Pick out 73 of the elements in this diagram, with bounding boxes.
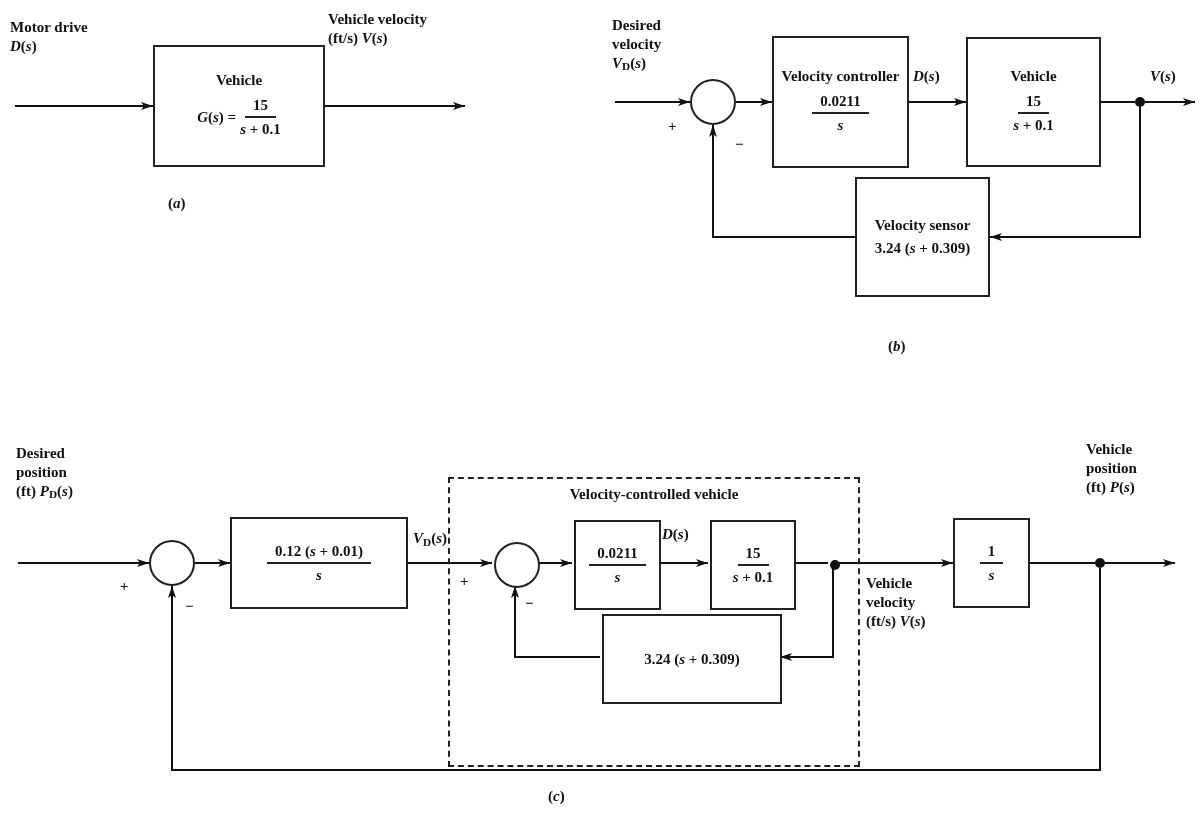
edge-label: Desired velocity V$_{D}$(s) (612, 16, 663, 73)
edge-label: Vehicle position (ft) P(s) (1086, 440, 1138, 497)
summing-junction (494, 542, 540, 588)
block-label: 3.24 (s + 0.309) (873, 239, 972, 258)
signal-arrow (407, 559, 493, 567)
numerator: 15 (1018, 89, 1049, 115)
block-box (953, 518, 1030, 608)
branch-point (1095, 558, 1105, 568)
signal-arrow (194, 559, 231, 567)
numerator: 0.12 (s + 0.01) (266, 539, 372, 564)
block-label: Vehicle (1009, 67, 1058, 86)
branch-point (1135, 97, 1145, 107)
branch-point (830, 560, 840, 570)
block-box (772, 36, 909, 168)
numerator: 15 (245, 93, 276, 119)
annotation-text: (b) (888, 337, 906, 356)
equation-label: G(s) = (197, 108, 237, 128)
block-box (602, 614, 782, 704)
denominator: s + 0.1 (240, 120, 281, 140)
denominator: s (837, 116, 844, 136)
signal-arrow (614, 98, 691, 106)
signal-arrow (709, 124, 856, 238)
edge-label: D(s) (913, 67, 940, 86)
edge-label: Vehicle velocity (ft/s) V(s) (328, 10, 428, 48)
block-label: 3.24 (s + 0.309) (643, 649, 741, 669)
signal-arrow (14, 102, 154, 110)
edge-label: V$_{D}$(s) (413, 529, 447, 548)
numerator: 15 (737, 541, 769, 566)
annotation-text: − (735, 135, 744, 154)
block-label: Velocity sensor (873, 216, 972, 235)
signal-arrow (1104, 559, 1176, 567)
annotation-text: + (460, 572, 469, 591)
signal-arrow (168, 567, 1101, 771)
block-box (574, 520, 661, 610)
numerator: 1 (979, 539, 1004, 564)
annotation-text: (c) (548, 787, 565, 806)
dashed-group-box (448, 477, 860, 767)
block-label: Vehicle (214, 71, 264, 90)
signal-arrow (735, 98, 773, 106)
denominator: s (316, 566, 322, 585)
block-box (966, 37, 1101, 167)
signal-line (1100, 101, 1136, 103)
signal-arrow (908, 98, 967, 106)
denominator: s (988, 566, 995, 585)
block-label: Velocity controller (780, 67, 901, 86)
summing-junction (149, 540, 195, 586)
block-box (710, 520, 796, 610)
signal-arrow (324, 102, 466, 110)
edge-label: Motor drive D(s) (10, 18, 89, 56)
group-title: Velocity-controlled vehicle (569, 485, 739, 504)
summing-junction (690, 79, 736, 125)
denominator: s + 0.1 (1013, 116, 1054, 136)
annotation-text: + (120, 577, 129, 596)
denominator: s (614, 568, 621, 587)
block-box (230, 517, 408, 609)
edge-label: Desired position (ft) P$_{D}$(s) (16, 444, 74, 501)
signal-arrow (989, 106, 1141, 241)
edge-label: D(s) (662, 525, 689, 544)
annotation-text: + (668, 117, 677, 136)
annotation-text: (a) (168, 194, 186, 213)
block-box (855, 177, 990, 297)
annotation-text: − (185, 597, 194, 616)
annotation-text: − (525, 594, 534, 613)
edge-label: Vehicle velocity (ft/s) V(s) (866, 574, 927, 631)
signal-line (1029, 562, 1096, 564)
signal-arrow (17, 559, 150, 567)
edge-label: V(s) (1150, 67, 1176, 86)
denominator: s + 0.1 (732, 568, 774, 587)
signal-arrow (837, 559, 954, 567)
numerator: 0.0211 (589, 541, 646, 566)
numerator: 0.0211 (812, 89, 869, 115)
block-box (153, 45, 325, 167)
signal-arrow (1144, 98, 1196, 106)
